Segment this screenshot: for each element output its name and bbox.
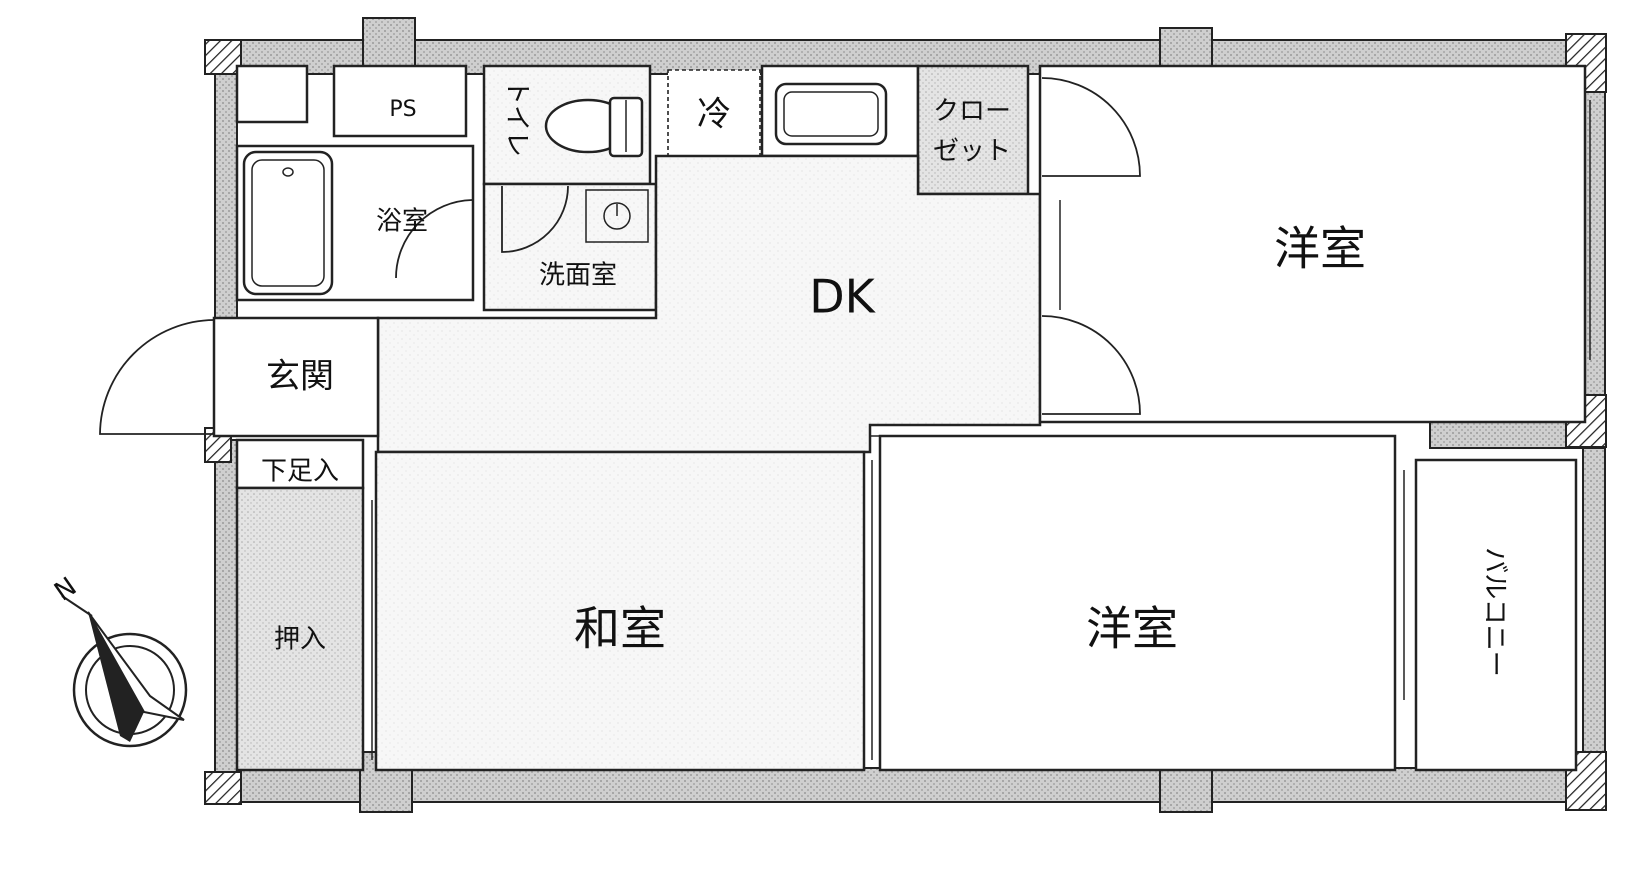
balcony bbox=[1414, 458, 1578, 772]
meter-box bbox=[235, 64, 309, 124]
wash-basin-icon bbox=[585, 189, 649, 243]
label-entrance: 玄関 bbox=[266, 357, 334, 397]
washroom bbox=[482, 182, 658, 312]
label-bath: 浴室 bbox=[376, 207, 428, 237]
label-balcony: バルコニー bbox=[1480, 547, 1510, 676]
western-room-upper bbox=[1038, 64, 1587, 424]
label-closet-2: ゼット bbox=[933, 137, 1011, 167]
oshiire-closet bbox=[235, 486, 365, 772]
fridge-space bbox=[667, 69, 761, 159]
label-japanese-room: 和室 bbox=[574, 602, 666, 656]
compass-north-arrow-icon: N bbox=[49, 572, 188, 748]
label-washroom: 洗面室 bbox=[539, 261, 617, 291]
entrance-hall bbox=[212, 316, 380, 438]
bathtub-icon bbox=[242, 150, 334, 296]
dining-kitchen bbox=[376, 154, 1042, 454]
sliding-doors bbox=[371, 100, 1591, 760]
label-dk: DK bbox=[809, 270, 876, 324]
rooms-layer bbox=[212, 64, 1587, 772]
japanese-room bbox=[374, 450, 866, 772]
entrance-door-swing bbox=[99, 319, 215, 435]
label-fridge: 冷 bbox=[697, 95, 731, 135]
toilet-bowl-icon bbox=[544, 96, 644, 158]
pipe-space bbox=[332, 64, 468, 138]
label-ps: PS bbox=[389, 97, 416, 122]
doors bbox=[99, 77, 1141, 435]
kitchen-sink-icon bbox=[774, 82, 888, 146]
label-western-room-upper: 洋室 bbox=[1274, 222, 1366, 276]
label-oshiire: 押入 bbox=[274, 625, 326, 655]
label-shoe-storage: 下足入 bbox=[261, 457, 339, 487]
washroom-door-swing bbox=[501, 185, 569, 253]
label-closet-1: クロー bbox=[933, 97, 1011, 127]
fixtures bbox=[242, 82, 888, 296]
closet-door-swing bbox=[1041, 77, 1141, 177]
western-room-door-swing bbox=[1041, 315, 1141, 415]
bath-door-swing bbox=[395, 199, 473, 279]
room-labels: PS トイレ 冷 クロー ゼット 浴室 洗面室 DK 玄関 下足入 洋室 和室 … bbox=[261, 79, 1510, 677]
label-western-room-lower: 洋室 bbox=[1086, 602, 1178, 656]
label-toilet: トイレ bbox=[502, 79, 532, 157]
compass-north-label: N bbox=[49, 572, 82, 608]
closet bbox=[916, 64, 1030, 196]
western-room-lower bbox=[878, 434, 1397, 772]
